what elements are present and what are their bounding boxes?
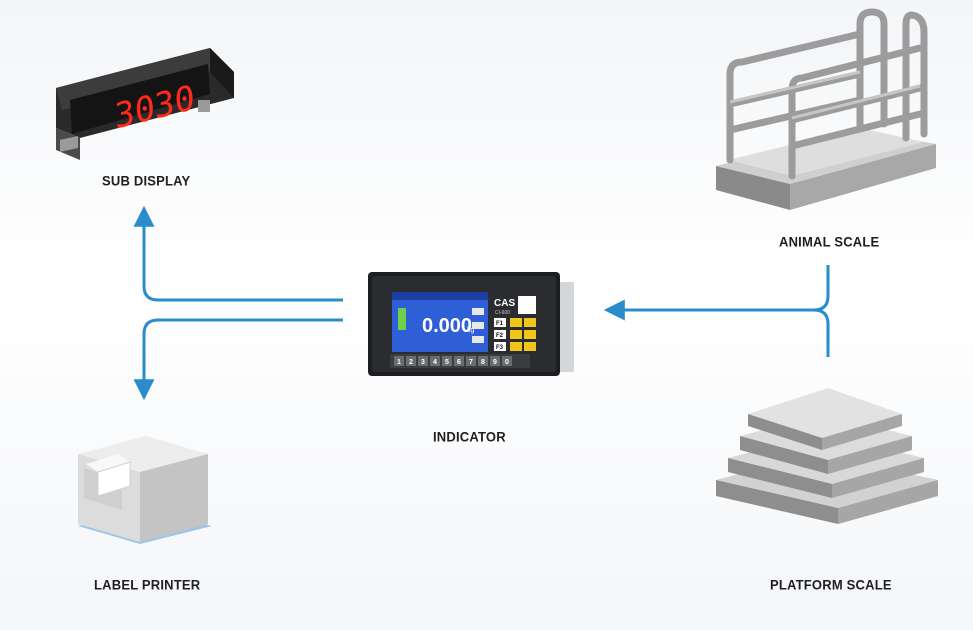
key-9: 9 — [493, 359, 497, 366]
indicator-fkey-2: F2 — [496, 333, 504, 339]
arrow-to-label-printer — [133, 318, 343, 401]
scales-bracket — [603, 265, 830, 321]
indicator-fkey-3: F3 — [496, 345, 504, 351]
key-2: 2 — [409, 359, 413, 366]
key-6: 6 — [457, 359, 461, 366]
key-4: 4 — [433, 359, 437, 366]
indicator-weight: 0.000 — [422, 315, 472, 337]
label-platform-scale: PLATFORM SCALE — [770, 576, 892, 593]
key-1: 1 — [397, 359, 401, 366]
scales-bracket-lower — [813, 308, 830, 357]
sub-display-device: 3030 — [50, 42, 240, 162]
key-8: 8 — [481, 359, 485, 366]
label-sub-display: SUB DISPLAY — [102, 172, 191, 189]
indicator-device: 0.000 kg CAS CI-600 F1 F2 F3 — [368, 268, 574, 380]
key-0: 0 — [505, 359, 509, 366]
indicator-brand: CAS — [494, 298, 515, 309]
label-printer-device — [70, 414, 218, 550]
label-label-printer: LABEL PRINTER — [94, 576, 201, 593]
indicator-fkey-1: F1 — [496, 321, 504, 327]
indicator-number-keys: 1 2 3 4 5 6 7 8 9 0 — [394, 356, 512, 366]
label-animal-scale: ANIMAL SCALE — [779, 233, 880, 250]
platform-scale-device — [712, 384, 942, 560]
label-indicator: INDICATOR — [433, 428, 506, 445]
key-5: 5 — [445, 359, 449, 366]
indicator-unit: kg — [467, 327, 475, 334]
animal-scale-device — [710, 4, 942, 214]
key-7: 7 — [469, 359, 473, 366]
key-3: 3 — [421, 359, 425, 366]
arrow-to-sub-display — [133, 205, 343, 302]
indicator-model: CI-600 — [495, 310, 510, 316]
